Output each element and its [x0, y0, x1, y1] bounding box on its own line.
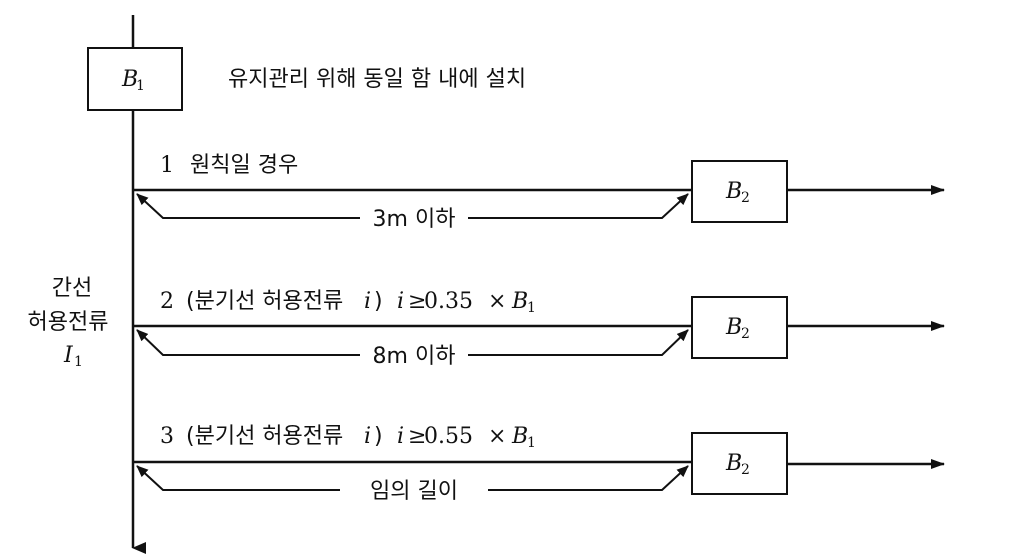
svg-text:2: 2: [160, 289, 174, 314]
branch-case-1: 1 원칙일 경우 B 2 3m 이하: [133, 153, 945, 232]
svg-text:i: i: [397, 289, 404, 314]
svg-text:×: ×: [488, 424, 506, 449]
branch-case-2: 2 (분기선 허용전류 i ) i ≥ 0.35 × B 1 B 2 8m 이하: [133, 289, 945, 369]
branch-case-3: 3 (분기선 허용전류 i ) i ≥ 0.55 × B 1 B 2 임의 길이: [133, 424, 945, 504]
svg-text:0.35: 0.35: [424, 289, 473, 314]
svg-text:B: B: [725, 315, 742, 340]
svg-text:1: 1: [527, 435, 536, 451]
svg-text:×: ×: [488, 289, 506, 314]
svg-text:2: 2: [741, 326, 750, 342]
svg-text:i: i: [397, 424, 404, 449]
svg-text:1: 1: [527, 300, 536, 316]
svg-text:B: B: [511, 424, 528, 449]
svg-text:): ): [374, 424, 383, 449]
svg-text:0.55: 0.55: [424, 424, 473, 449]
svg-text:(분기선 허용전류: (분기선 허용전류: [186, 289, 343, 314]
svg-text:1: 1: [136, 78, 145, 94]
svg-text:1: 1: [160, 153, 174, 178]
svg-text:B: B: [121, 67, 138, 92]
svg-text:3: 3: [160, 424, 174, 449]
main-line-label: 간선 허용전류 I 1: [28, 276, 109, 370]
svg-text:2: 2: [741, 190, 750, 206]
svg-text:≥: ≥: [408, 289, 426, 314]
svg-text:I: I: [63, 343, 74, 368]
svg-text:≥: ≥: [408, 424, 426, 449]
main-breaker-box: B 1: [87, 47, 183, 111]
svg-text:(분기선 허용전류: (분기선 허용전류: [186, 424, 343, 449]
svg-text:i: i: [364, 289, 371, 314]
svg-text:3m 이하: 3m 이하: [373, 207, 456, 232]
svg-text:8m 이하: 8m 이하: [373, 344, 456, 369]
svg-text:원칙일 경우: 원칙일 경우: [190, 153, 298, 178]
svg-text:B: B: [511, 289, 528, 314]
svg-text:B: B: [725, 179, 742, 204]
top-note: 유지관리 위해 동일 함 내에 설치: [228, 67, 526, 92]
svg-text:): ): [374, 289, 383, 314]
svg-text:허용전류: 허용전류: [28, 310, 109, 335]
svg-text:2: 2: [741, 462, 750, 478]
svg-text:B: B: [725, 451, 742, 476]
svg-text:임의 길이: 임의 길이: [370, 479, 458, 504]
svg-text:i: i: [364, 424, 371, 449]
svg-text:1: 1: [74, 354, 83, 370]
svg-text:간선: 간선: [52, 276, 92, 301]
